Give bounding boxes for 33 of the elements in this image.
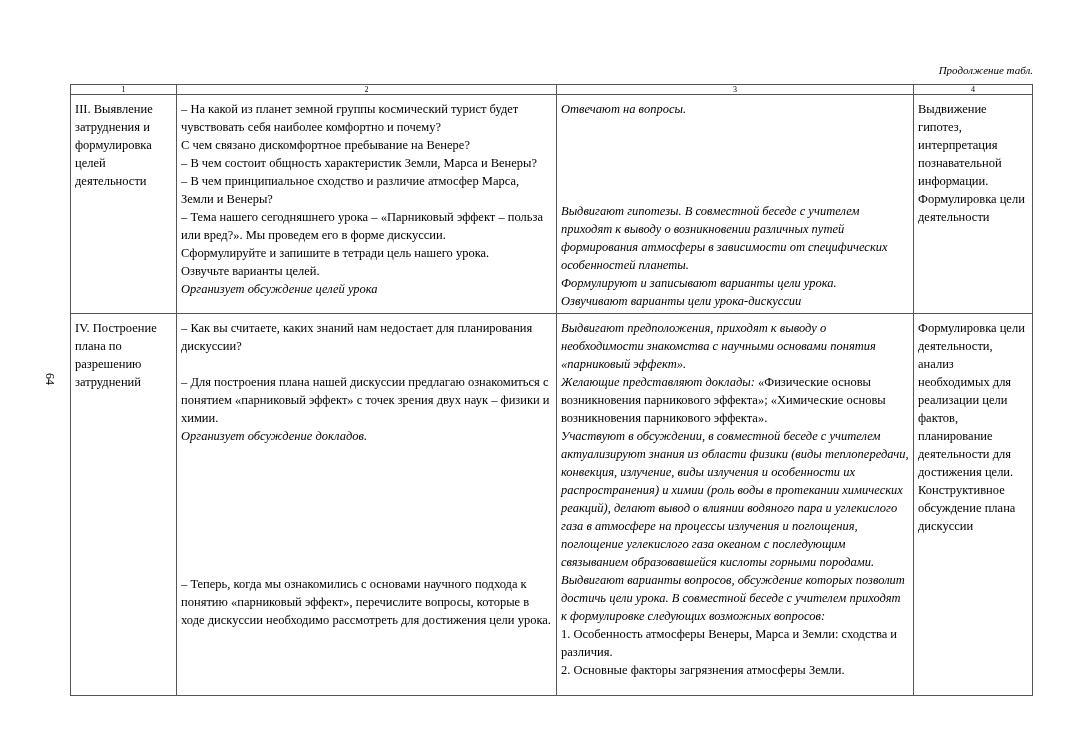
cell-text: – В чем принципиальное сходство и различие атмосфер Марса, Земли и Венеры? [181, 173, 521, 208]
cell-text: – Теперь, когда мы ознакомились с основами научного подхода к понятию «парниковый эффект», перечислите вопросы, которые в ходе дискуссии необходимо рассмотреть для достижения цели урока. [181, 576, 552, 629]
cell-text: С чем связано дискомфортное пребывание на Венере? [181, 137, 471, 154]
cell-text: – В чем состоит общность характеристик Земли, Марса и Венеры? [181, 155, 539, 172]
cell-text: III. Выявление затруднения и формулировка целей деятельности [75, 101, 154, 190]
cell-text: – Для построения плана нашей дискуссии предлагаю ознакомиться с понятием «парниковый эффект» с точек зрения двух наук – физики и химии. [181, 374, 551, 427]
cell-text: Формулировка цели деятельности, анализ необходимых для реализации цели фактов, планирование деятельности для достижения цели. [918, 320, 1026, 481]
cell-text: Отвечают на вопросы. [561, 101, 688, 118]
column-number: 3 [733, 85, 737, 94]
cell-text: Конструктивное обсуждение плана дискуссии [918, 482, 1017, 535]
cell-text: Сформулируйте и запишите в тетради цель нашего урока. [181, 245, 491, 262]
cell-text: Озвучьте варианты целей. [181, 263, 321, 280]
cell-text: Выдвигают гипотезы. В совместной беседе с учителем приходят к выводу о возникновении различных путей формирования атмосферы в зависимости от специфических особенностей планеты. [561, 203, 889, 274]
cell-text: Озвучивают варианты цели урока-дискуссии [561, 293, 803, 310]
column-number: 2 [364, 85, 369, 94]
cell-text: Участвуют в обсуждении, в совместной беседе с учителем актуализируют знания из области физики (виды теплопередачи, конвекция, излучение, виды излучения и особенности их распространения) и химии (роль воды в протекании химических реакций), делают вывод о влиянии водяного пара и углекислого газа в атмосфере на процессы излучения и поглощения, поглощение углекислого газа океаном с последующим связыванием образовавшейся кислоты горными породами. [561, 428, 909, 571]
cell-text: 1. Особенность атмосферы Венеры, Марса и Земли: сходства и различия. [561, 626, 898, 661]
column-number: 4 [971, 85, 975, 94]
cell-text: 2. Основные факторы загрязнения атмосферы Земли. [561, 662, 846, 679]
cell-text: Организует обсуждение целей урока [181, 281, 379, 298]
cell-text: IV. Построение плана по разрешению затруднений [75, 320, 158, 391]
page-number: 64 [42, 373, 58, 385]
cell-text: Выдвижение гипотез, интерпретация познавательной информации. Формулировка цели деятельности [918, 101, 1026, 226]
cell-text: – Как вы считаете, каких знаний нам недостает для планирования дискуссии? [181, 320, 534, 355]
table-continuation-note: Продолжение табл. [938, 63, 1033, 78]
cell-text: Желающие представляют доклады: «Физические основы возникновения парникового эффекта»; «Химические основы возникновения парникового эффекта». [561, 374, 887, 427]
cell-text: – На какой из планет земной группы космический турист будет чувствовать себя наиболее комфортно и почему? [181, 101, 520, 136]
cell-text: Выдвигают предположения, приходят к выводу о необходимости знакомства с научными основами понятия «парниковый эффект». [561, 320, 877, 373]
cell-text: Организует обсуждение докладов. [181, 428, 369, 445]
cell-text: Формулируют и записывают варианты цели урока. [561, 275, 838, 292]
cell-text: – Тема нашего сегодняшнего урока – «Парниковый эффект – польза или вред?». Мы проведем его в форме дискуссии. [181, 209, 544, 244]
cell-text: Выдвигают варианты вопросов, обсуждение которых позволит достичь цели урока. В совместной беседе с учителем приходят к формулировке следующих возможных вопросов: [561, 572, 906, 625]
column-number: 1 [121, 85, 126, 94]
